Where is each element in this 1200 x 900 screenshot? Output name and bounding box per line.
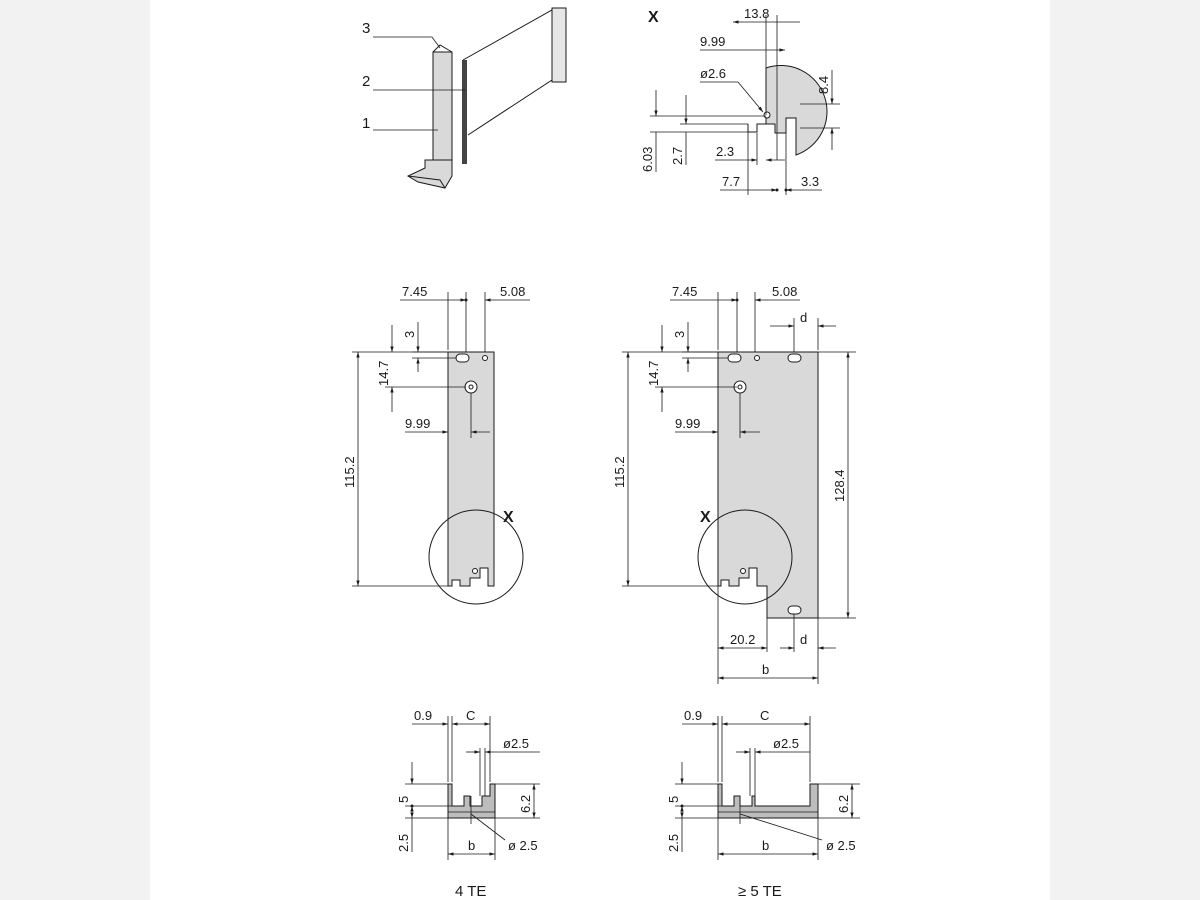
technical-drawing: 3 2 1 X 13.8 9.99 ø2.6 8.4 6.03 2.7 — [342, 6, 860, 900]
dim-6-2: 6.2 — [518, 795, 533, 813]
dim-2-5: 2.5 — [396, 834, 411, 852]
dim-5-08: 5.08 — [772, 284, 797, 299]
dim-13-8: 13.8 — [744, 6, 769, 21]
dim-2-7: 2.7 — [670, 147, 685, 165]
dim-dia-2-5-top: ø2.5 — [773, 736, 799, 751]
dim-b: b — [762, 662, 769, 677]
detail-marker-x: X — [700, 509, 711, 526]
dim-5: 5 — [666, 796, 681, 803]
section-view-4te: 0.9 C ø2.5 5 2.5 6.2 b ø 2.5 4 TE — [396, 708, 540, 900]
dim-d-top: d — [800, 310, 807, 325]
dim-c: C — [760, 708, 769, 723]
dim-c: C — [466, 708, 475, 723]
dim-0-9: 0.9 — [684, 708, 702, 723]
detail-x-title: X — [648, 9, 659, 26]
dim-7-7: 7.7 — [722, 174, 740, 189]
dim-b: b — [468, 838, 475, 853]
dim-7-45: 7.45 — [402, 284, 427, 299]
detail-marker-x: X — [503, 509, 514, 526]
perspective-view: 3 2 1 — [362, 7, 567, 189]
dim-20-2: 20.2 — [730, 632, 755, 647]
section-view-5te: 0.9 C ø2.5 5 2.5 6.2 b ø 2.5 ≥ 5 TE — [666, 708, 860, 900]
dim-dia-2-5-bottom: ø 2.5 — [508, 838, 538, 853]
dim-128-4: 128.4 — [832, 469, 847, 502]
dim-115-2: 115.2 — [612, 456, 627, 488]
dim-b: b — [762, 838, 769, 853]
drawing-sheet: 3 2 1 X 13.8 9.99 ø2.6 8.4 6.03 2.7 — [150, 0, 1050, 900]
dim-6-2: 6.2 — [836, 795, 851, 813]
front-view-4te: X 7.45 5.08 3 14.7 9.99 115.2 — [342, 284, 530, 605]
dim-6-03: 6.03 — [640, 147, 655, 172]
dim-dia-2-6: ø2.6 — [700, 66, 726, 81]
dim-d-bottom: d — [800, 632, 807, 647]
front-view-5te: X 7.45 5.08 d 3 14.7 9.99 115.2 — [612, 284, 856, 684]
dim-115-2: 115.2 — [342, 456, 357, 488]
caption-5te: ≥ 5 TE — [738, 883, 782, 900]
dim-2-3: 2.3 — [716, 144, 734, 159]
dim-14-7: 14.7 — [376, 361, 391, 386]
dim-8-4: 8.4 — [816, 76, 831, 94]
dim-5: 5 — [396, 796, 411, 803]
dim-dia-2-5-top: ø2.5 — [503, 736, 529, 751]
dim-3: 3 — [672, 331, 687, 338]
caption-4te: 4 TE — [455, 883, 486, 900]
callout-2: 2 — [362, 73, 370, 90]
dim-0-9: 0.9 — [414, 708, 432, 723]
dim-9-99: 9.99 — [700, 34, 725, 49]
dim-3-3: 3.3 — [801, 174, 819, 189]
callout-1: 1 — [362, 115, 370, 132]
dim-9-99: 9.99 — [405, 416, 430, 431]
detail-x-view: X 13.8 9.99 ø2.6 8.4 6.03 2.7 2.3 — [640, 6, 840, 195]
dim-5-08: 5.08 — [500, 284, 525, 299]
dim-9-99: 9.99 — [675, 416, 700, 431]
dim-14-7: 14.7 — [646, 361, 661, 386]
callout-3: 3 — [362, 20, 370, 37]
dim-7-45: 7.45 — [672, 284, 697, 299]
dim-dia-2-5-bottom: ø 2.5 — [826, 838, 856, 853]
dim-3: 3 — [402, 331, 417, 338]
dim-2-5: 2.5 — [666, 834, 681, 852]
